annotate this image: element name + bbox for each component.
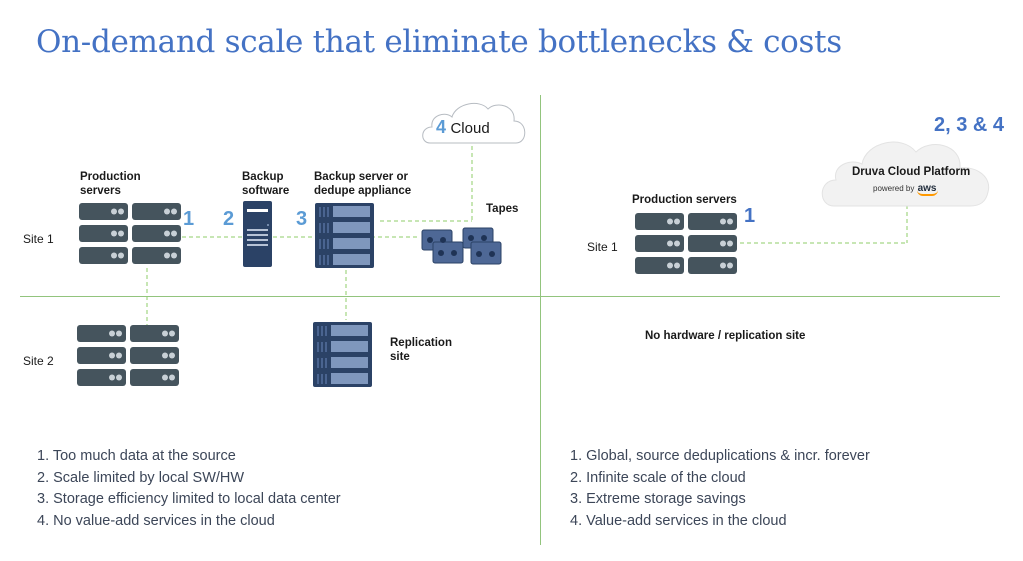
site1-label-right: Site 1 [587, 240, 618, 254]
production-servers-label: Production servers [80, 171, 141, 197]
issue-item: 1. Too much data at the source [37, 448, 236, 464]
benefits-list: 1. Global, source deduplications & incr.… [570, 446, 870, 532]
production-servers-icon [79, 203, 181, 264]
right-step-number-1: 1 [744, 205, 756, 227]
site1-label-left: Site 1 [23, 232, 54, 246]
backup-server-icon [315, 203, 374, 268]
druva-powered-by: powered by aws [873, 183, 938, 196]
benefit-item: 1. Global, source deduplications & incr.… [570, 448, 870, 464]
tapes-icon [421, 227, 502, 265]
aws-logo: aws [916, 183, 938, 196]
cloud-label: 4 Cloud [436, 117, 490, 137]
site2-label: Site 2 [23, 354, 54, 368]
step-number-3: 3 [296, 208, 308, 230]
benefit-item: 3. Extreme storage savings [570, 491, 746, 507]
druva-cloud-title: Druva Cloud Platform [852, 166, 971, 178]
cloud-step-number: 4 [436, 117, 447, 137]
slide-title: On-demand scale that eliminate bottlenec… [36, 24, 842, 60]
step-number-1: 1 [183, 208, 195, 230]
issue-item: 4. No value-add services in the cloud [37, 512, 275, 529]
replication-server-icon [313, 322, 372, 387]
backup-software-icon [243, 201, 272, 267]
replication-site-label: Replication site [390, 337, 452, 363]
benefit-item: 4. Value-add services in the cloud [570, 512, 787, 529]
cloud-icon [422, 102, 526, 144]
druva-cloud-icon [821, 141, 990, 207]
step-number-2: 2 [223, 208, 235, 230]
backup-software-label: Backup software [242, 171, 290, 197]
backup-server-label: Backup server or dedupe appliance [314, 171, 412, 197]
horizontal-divider [20, 296, 1000, 297]
right-production-servers-icon [635, 213, 737, 274]
benefit-item: 2. Infinite scale of the cloud [570, 469, 746, 486]
no-hardware-label: No hardware / replication site [645, 330, 806, 342]
issue-item: 3. Storage efficiency limited to local d… [37, 491, 341, 507]
vertical-divider [540, 95, 541, 545]
site2-servers-icon [77, 325, 179, 386]
tapes-label: Tapes [486, 203, 519, 215]
issue-item: 2. Scale limited by local SW/HW [37, 469, 245, 486]
right-production-servers-label: Production servers [632, 194, 737, 206]
issues-list: 1. Too much data at the source 2. Scale … [37, 446, 341, 532]
cloud-step-numbers: 2, 3 & 4 [934, 114, 1005, 136]
